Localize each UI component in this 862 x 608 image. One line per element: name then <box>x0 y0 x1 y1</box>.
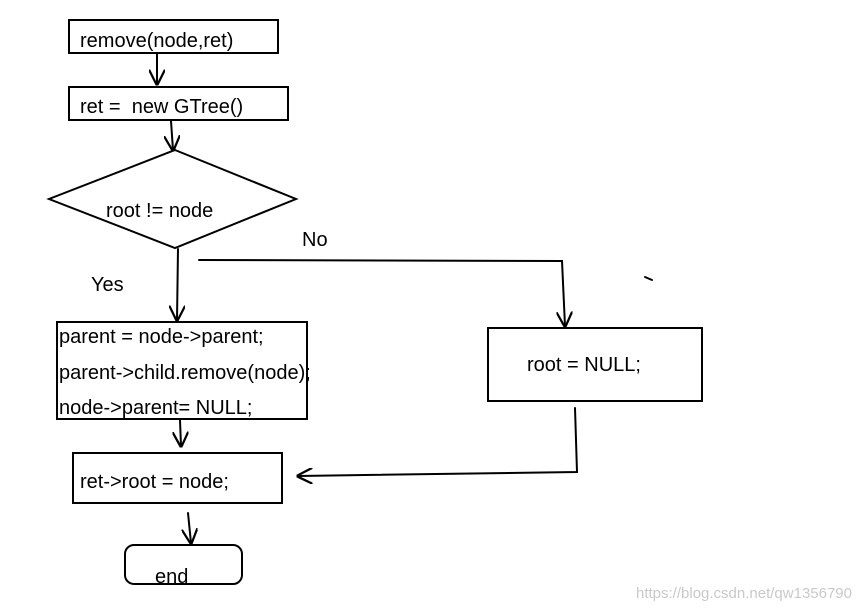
set-root-label: ret->root = node; <box>80 471 229 493</box>
detach-line-1: parent = node->parent; <box>59 326 264 348</box>
start-label: remove(node,ret) <box>80 30 233 52</box>
detach-line-3: node->parent= NULL; <box>59 397 252 419</box>
decision-diamond: root != node <box>46 148 299 250</box>
init-label: ret = new GTree() <box>80 96 243 118</box>
edge-no-to-null-root <box>198 259 565 326</box>
edge-label-no: No <box>302 229 328 251</box>
edge-null-root-to-set-root <box>298 407 579 476</box>
edge-set-root-to-end <box>188 512 191 543</box>
edge-yes-to-detach <box>177 248 178 320</box>
set-root-box: ret->root = node; <box>72 452 283 504</box>
init-box: ret = new GTree() <box>68 86 289 121</box>
end-label: end <box>155 566 188 588</box>
stray-mark <box>644 276 653 281</box>
null-root-label: root = NULL; <box>527 354 641 376</box>
decision-label: root != node <box>106 200 213 222</box>
watermark-text: https://blog.csdn.net/qw1356790 <box>636 585 852 602</box>
edge-label-yes: Yes <box>91 274 124 296</box>
detach-box: parent = node->parent; parent->child.rem… <box>56 321 311 420</box>
edges <box>157 53 653 543</box>
detach-line-2: parent->child.remove(node); <box>59 362 311 384</box>
edge-init-to-decision <box>171 120 173 150</box>
start-box: remove(node,ret) <box>68 19 279 54</box>
edge-detach-to-set-root <box>180 419 181 446</box>
end-terminal: end <box>124 544 243 588</box>
null-root-box: root = NULL; <box>487 327 703 402</box>
